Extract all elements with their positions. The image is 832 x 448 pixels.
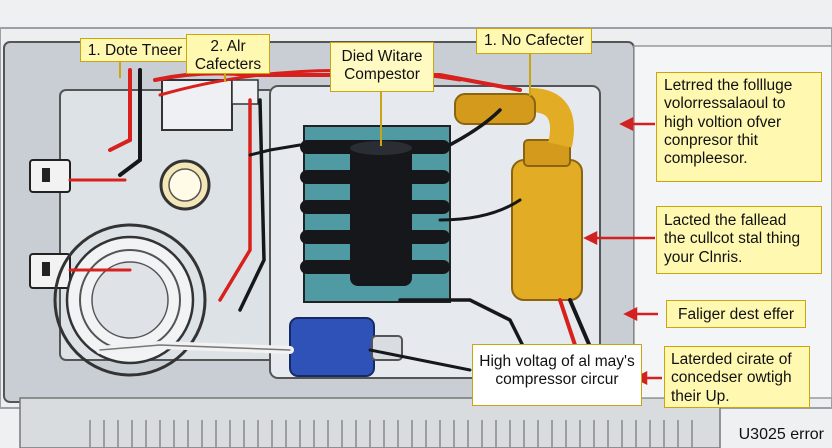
label-air-capacitors-line-2: Cafecters [194, 56, 262, 74]
label-right-top-line-2: volorressalaoul to [664, 95, 786, 113]
label-right-bottom-line-1: Laterded cirate of [671, 351, 792, 368]
label-compressor: Died Witare Compestor [330, 42, 434, 92]
grille-slats [89, 420, 693, 448]
label-right-top-line-3: high voltion ofver [664, 113, 782, 131]
label-air-capacitors: 2. Alr Cafecters [186, 34, 270, 74]
label-right-mid-line-3: your Clnris. [664, 248, 743, 266]
label-right-mid-line-1: Lacted the fallead [664, 212, 787, 229]
callout-arrows [583, 116, 662, 386]
label-right-fault: Faliger dest effer [666, 300, 806, 328]
label-no-capacitor: 1. No Cafecter [476, 28, 592, 54]
error-code-caption: U3025 error [738, 426, 824, 443]
label-right-fault-text: Faliger dest effer [677, 306, 795, 323]
label-warning-line-1: High voltag of al may's [479, 353, 635, 370]
label-right-bottom-line-3: their Up. [671, 387, 730, 405]
label-right-bottom: Laterded cirate of concedser owtigh thei… [664, 346, 810, 408]
relay-bank [161, 79, 259, 131]
label-right-top-line-5: compleesor. [664, 150, 748, 168]
fan-shroud [53, 223, 207, 377]
label-right-mid: Lacted the fallead the cullcot stal thin… [656, 206, 822, 274]
compressor-cylinder [350, 141, 412, 286]
label-right-bottom-line-2: concedser owtigh [671, 369, 792, 387]
label-air-capacitors-line-1: 2. Alr [210, 38, 246, 55]
label-compressor-line-2: Compestor [344, 66, 420, 84]
label-warning-line-2: compressor circur [495, 371, 619, 389]
label-right-mid-line-2: the cullcot stal thing [664, 230, 801, 248]
label-timer: 1. Dote Tneer [80, 38, 190, 62]
timer-dial [159, 159, 211, 211]
capacitor-canister [454, 88, 583, 301]
wall-receptacle-top [29, 159, 71, 193]
contactor-block [289, 317, 403, 377]
label-warning: High voltag of al may's compressor circu… [472, 344, 642, 406]
label-no-capacitor-text: 1. No Cafecter [484, 32, 584, 49]
label-right-top-line-1: Letrred the follluge [664, 77, 793, 94]
label-right-top: Letrred the follluge volorressalaoul to … [656, 72, 822, 182]
wall-receptacle-bottom [29, 253, 71, 289]
label-timer-text: 1. Dote Tneer [87, 42, 183, 59]
label-right-top-line-4: conpresor thit [664, 131, 758, 149]
label-compressor-line-1: Died Witare [341, 48, 423, 65]
